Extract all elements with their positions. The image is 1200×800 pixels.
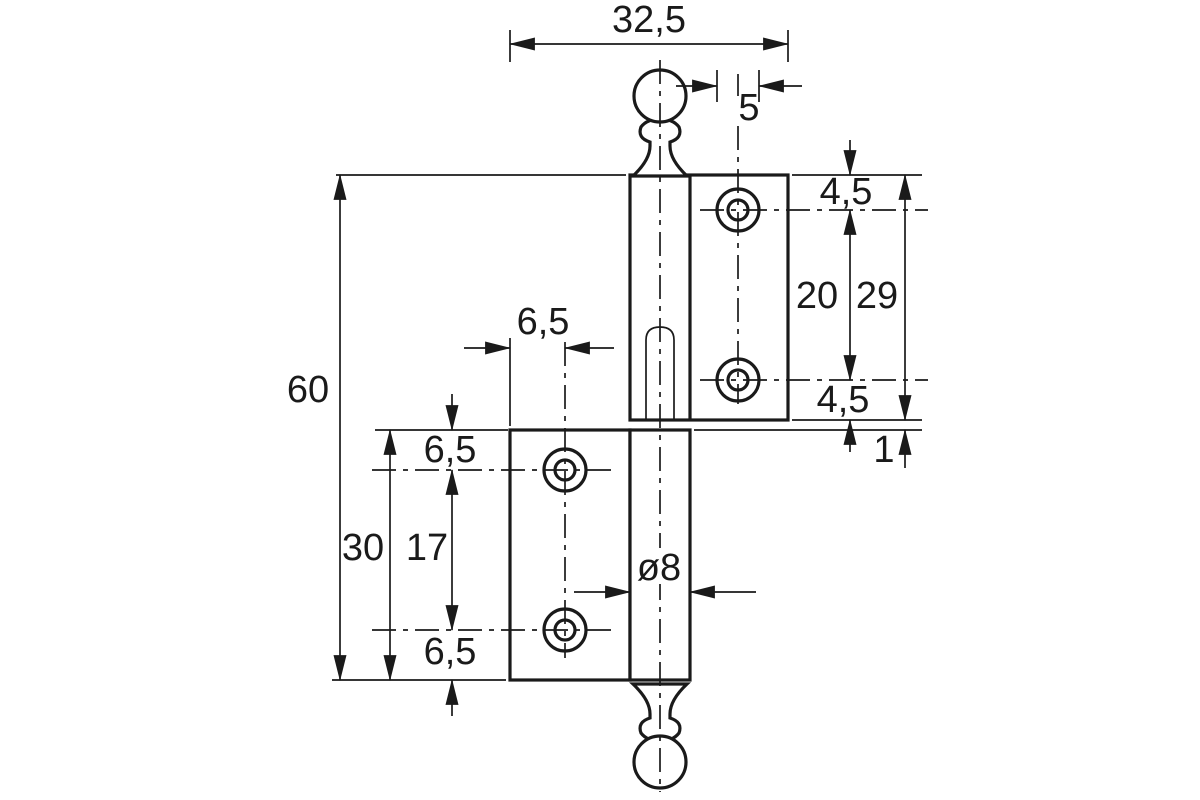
label-hole-inset-from-left: 6,5 xyxy=(517,301,570,343)
label-leaf-offset: 1 xyxy=(873,429,894,471)
label-total-width: 32,5 xyxy=(612,0,686,41)
label-upper-leaf-height: 29 xyxy=(856,275,898,317)
label-hole-to-edge-lower-bottom: 6,5 xyxy=(424,631,477,673)
hinge-part xyxy=(508,68,790,790)
label-hole-spacing-upper: 20 xyxy=(796,275,838,317)
dimension-lines xyxy=(333,37,912,716)
label-hole-to-edge-upper-bottom: 4,5 xyxy=(817,379,870,421)
label-hole-spacing-lower: 17 xyxy=(406,527,448,569)
label-hole-diameter: 5 xyxy=(738,87,759,129)
dimension-labels: 32,5 5 4,5 20 29 4,5 1 60 6,5 6,5 30 17 … xyxy=(287,0,898,673)
label-total-height: 60 xyxy=(287,369,329,411)
pin-dia-label-mask xyxy=(632,548,688,584)
label-pin-diameter: ø8 xyxy=(637,547,681,589)
label-lower-leaf-height: 30 xyxy=(342,527,384,569)
centerlines xyxy=(372,60,928,792)
lower-leaf xyxy=(508,428,632,682)
label-edge-to-hole-upper-top: 4,5 xyxy=(820,171,873,213)
upper-leaf xyxy=(628,173,790,422)
label-edge-to-hole-lower-top: 6,5 xyxy=(424,429,477,471)
